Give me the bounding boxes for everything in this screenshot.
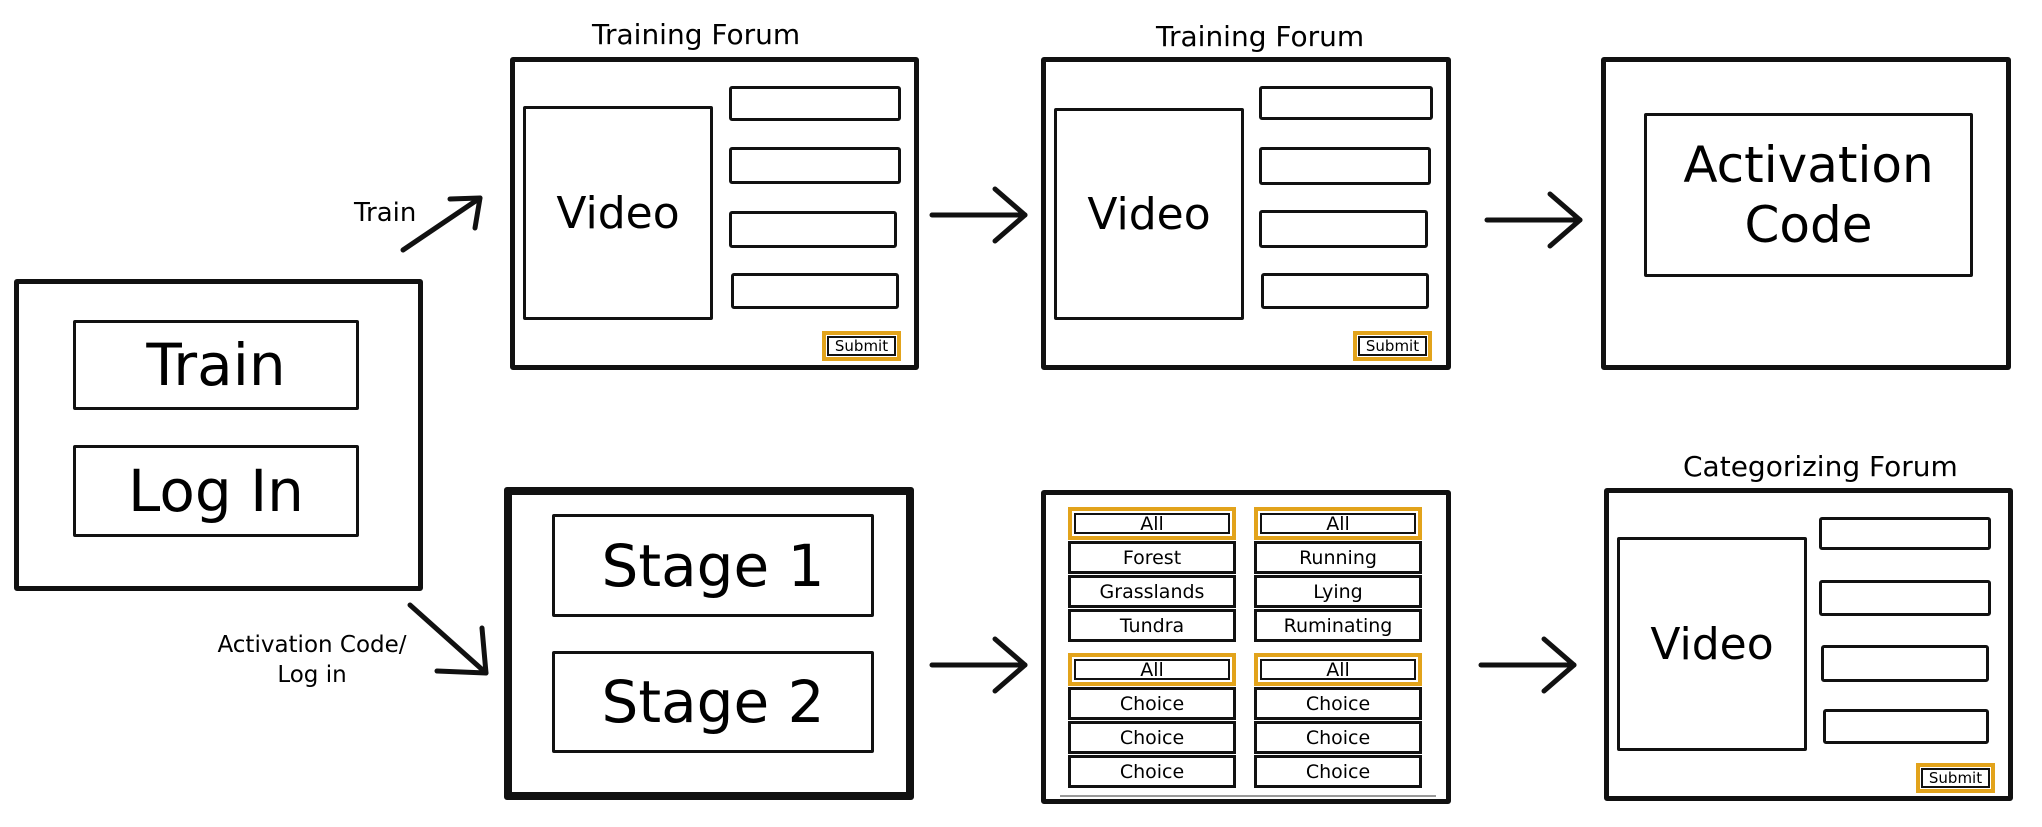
submit-label: Submit [1365,337,1420,355]
filter-option[interactable]: Forest [1068,541,1236,574]
video-label: Video [1650,618,1774,670]
submit-button[interactable]: Submit [822,331,901,361]
filter-option[interactable]: Choice [1254,721,1422,754]
training-forum-2: Video Submit [1041,57,1451,370]
filter-option[interactable]: Grasslands [1068,575,1236,608]
filter-option[interactable]: Ruminating [1254,609,1422,642]
login-button[interactable]: Log In [73,445,359,537]
train-button[interactable]: Train [73,320,359,410]
category-field-3[interactable] [1821,645,1989,682]
question-field-2[interactable] [1259,147,1431,185]
start-screen: Train Log In [14,279,423,591]
activation-code-label-line1: Activation [1683,136,1934,194]
video-panel: Video [523,106,713,320]
filter-option-all[interactable]: All [1254,653,1422,686]
train-button-label: Train [146,331,286,399]
submit-label: Submit [834,337,889,355]
stage-1-button[interactable]: Stage 1 [552,514,874,617]
training-forum-2-title: Training Forum [1156,20,1365,53]
filter-option[interactable]: Choice [1254,687,1422,720]
training-forum-1-title: Training Forum [592,18,801,51]
submit-button[interactable]: Submit [1916,763,1995,793]
arrow-filter-to-categorizing [1478,636,1577,694]
video-panel: Video [1054,108,1244,320]
stage-1-label: Stage 1 [601,531,825,600]
video-label: Video [556,187,680,239]
arrow-forum1-to-forum2 [929,186,1028,244]
bottom-divider [1060,795,1436,797]
filter-option-all[interactable]: All [1068,507,1236,540]
categorizing-forum-title: Categorizing Forum [1683,450,1958,483]
train-arrow [400,195,483,253]
train-edge-label: Train [354,198,417,228]
activation-edge-label-line1: Activation Code/ [217,632,407,658]
submit-label: Submit [1928,769,1983,787]
login-button-label: Log In [128,457,304,525]
filter-option[interactable]: Running [1254,541,1422,574]
activation-code-label-line2: Code [1744,196,1873,254]
stage-2-button[interactable]: Stage 2 [552,651,874,753]
stage-selection-screen: Stage 1 Stage 2 [504,487,914,800]
filter-option[interactable]: Tundra [1068,609,1236,642]
activation-edge-label-line2: Log in [277,662,347,688]
training-forum-1: Video Submit [510,57,919,370]
category-field-4[interactable] [1823,709,1989,744]
filter-option-all[interactable]: All [1254,507,1422,540]
activation-code-screen: Activation Code [1601,57,2011,370]
activation-code-field[interactable]: Activation Code [1644,113,1973,277]
arrow-stage-to-filter [929,636,1028,694]
submit-button[interactable]: Submit [1353,331,1432,361]
filter-option[interactable]: Choice [1254,755,1422,788]
filter-option[interactable]: Lying [1254,575,1422,608]
filter-option-all[interactable]: All [1068,653,1236,686]
category-field-1[interactable] [1819,517,1991,550]
video-panel: Video [1617,537,1807,751]
filter-option[interactable]: Choice [1068,721,1236,754]
video-label: Video [1087,188,1211,240]
question-field-2[interactable] [729,147,901,184]
filter-option[interactable]: Choice [1068,755,1236,788]
filter-option[interactable]: Choice [1068,687,1236,720]
question-field-4[interactable] [731,273,899,309]
question-field-4[interactable] [1261,273,1429,309]
arrow-forum2-to-activation [1484,191,1583,249]
activation-arrow [407,602,489,676]
question-field-3[interactable] [729,211,897,248]
question-field-1[interactable] [1259,86,1433,120]
question-field-3[interactable] [1259,210,1428,248]
category-field-2[interactable] [1819,580,1991,616]
categorizing-forum: Video Submit [1604,488,2013,801]
activation-edge-label: Activation Code/ Log in [212,630,412,690]
stage-2-label: Stage 2 [601,668,825,736]
question-field-1[interactable] [729,86,901,121]
